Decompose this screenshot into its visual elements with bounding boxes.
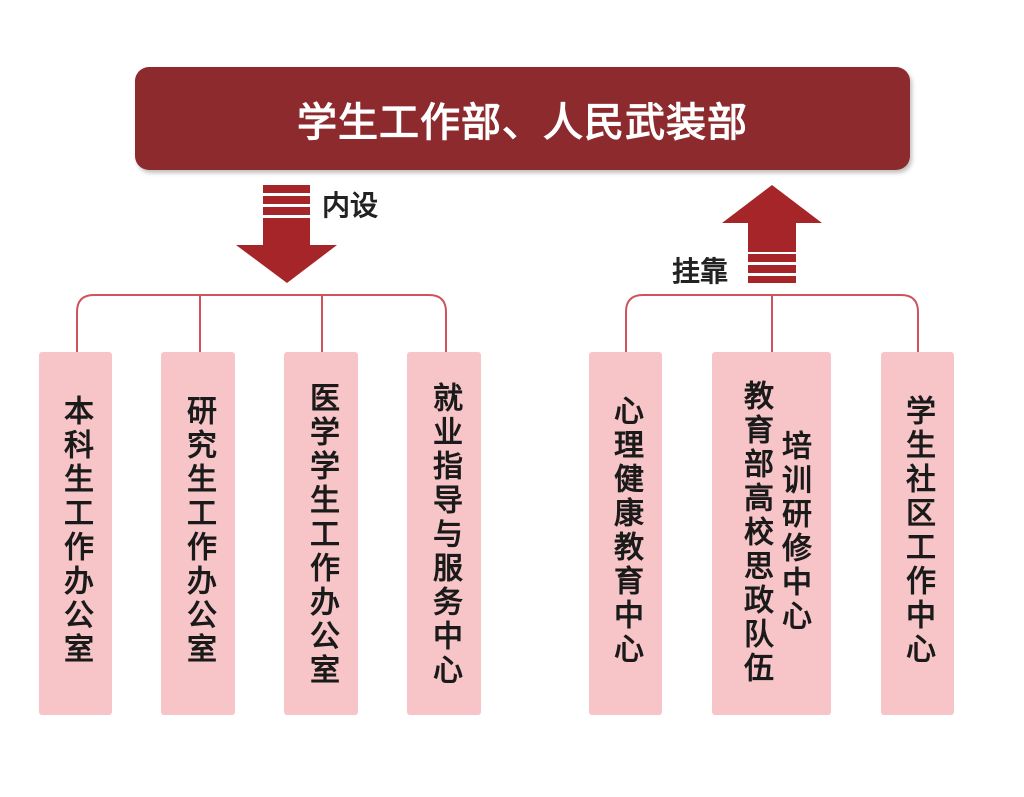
- affiliated-bracket: [625, 294, 919, 352]
- internal-label: 内设: [322, 189, 379, 222]
- unit-box-graduate: 研究生工作办公室: [161, 352, 235, 715]
- internal-bracket: [76, 294, 447, 352]
- unit-name: 学生社区工作中心: [900, 395, 935, 667]
- department-title-bar: 学生工作部、人民武装部: [135, 67, 910, 170]
- unit-name: 教育部高校思政队伍: [738, 380, 773, 686]
- unit-box-medical: 医学学生工作办公室: [284, 352, 358, 715]
- unit-name-line2: 培训研修中心: [776, 430, 811, 634]
- unit-name: 心理健康教育中心: [608, 395, 643, 667]
- unit-name: 本科生工作办公室: [58, 395, 93, 667]
- unit-box-undergraduate: 本科生工作办公室: [39, 352, 112, 715]
- unit-box-employment: 就业指导与服务中心: [407, 352, 481, 715]
- unit-box-training-center: 教育部高校思政队伍 培训研修中心: [712, 352, 831, 715]
- unit-name: 医学学生工作办公室: [304, 382, 339, 688]
- affiliated-label: 挂靠: [672, 255, 729, 288]
- department-title: 学生工作部、人民武装部: [297, 99, 748, 146]
- unit-box-mental-health: 心理健康教育中心: [589, 352, 662, 715]
- affiliated-arrow-icon: [722, 185, 822, 283]
- unit-box-community: 学生社区工作中心: [881, 352, 954, 715]
- unit-name: 就业指导与服务中心: [427, 382, 462, 688]
- unit-name: 研究生工作办公室: [181, 395, 216, 667]
- internal-arrow-icon: [236, 185, 337, 283]
